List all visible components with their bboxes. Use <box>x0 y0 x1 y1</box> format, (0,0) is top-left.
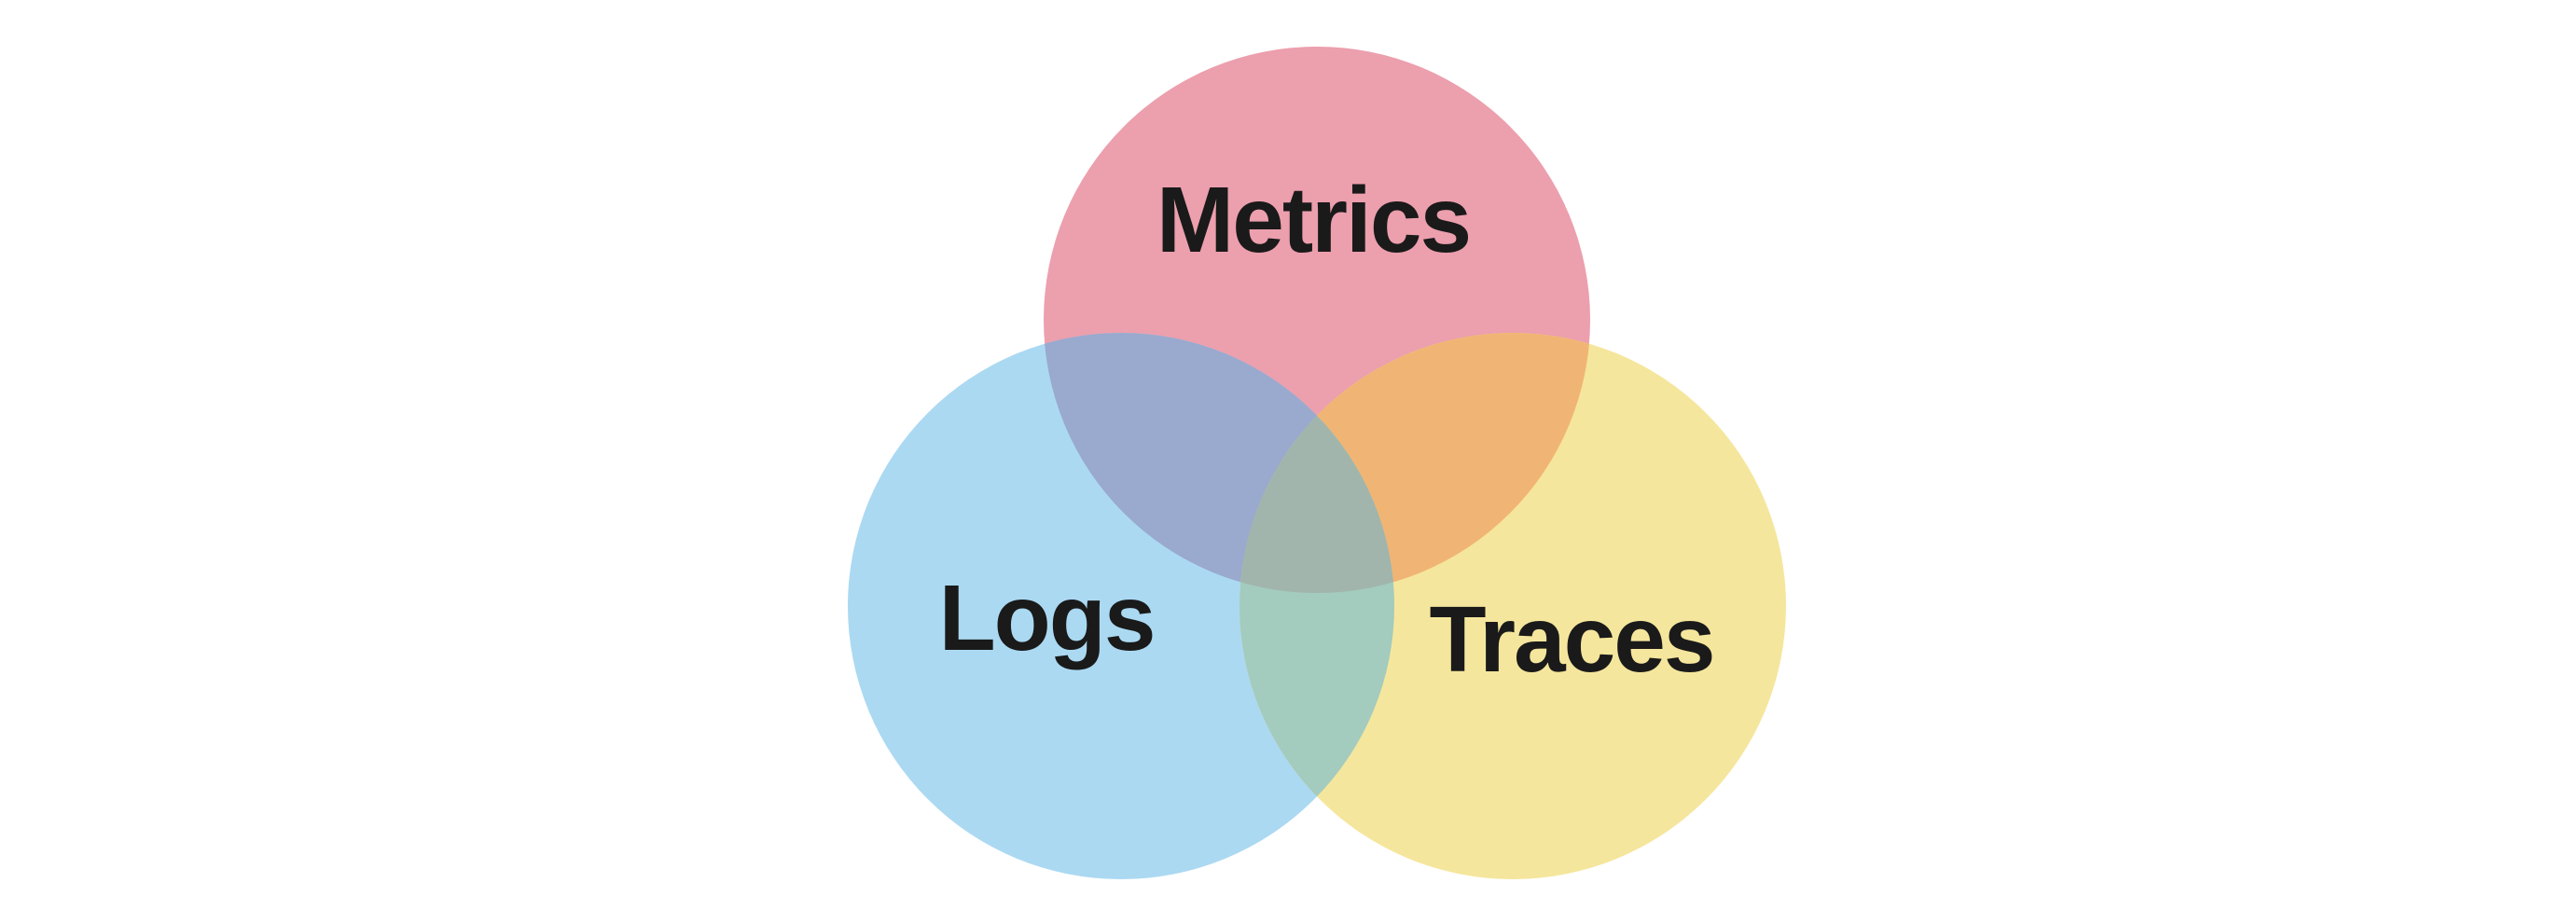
traces-label: Traces <box>1430 587 1714 692</box>
logs-label: Logs <box>939 566 1155 670</box>
metrics-logs-overlap <box>1044 333 1394 593</box>
metrics-traces-overlap-shape <box>1240 333 1590 593</box>
metrics-logs-overlap-shape <box>1044 333 1394 593</box>
metrics-label: Metrics <box>1156 168 1470 272</box>
metrics-traces-overlap <box>1240 333 1590 593</box>
